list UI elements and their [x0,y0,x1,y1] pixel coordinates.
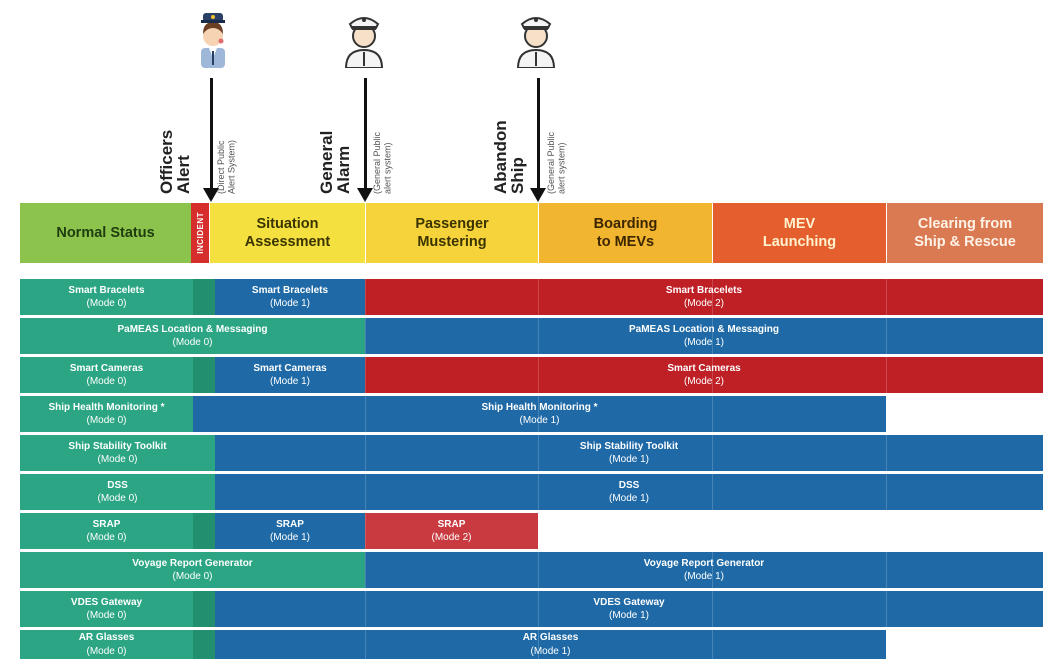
phase-boarding-to-mevs: Boarding to MEVs [538,203,712,263]
alert-sub-abandon: (General Public alert system) [546,131,567,194]
phase-divider [365,279,366,659]
phase-passenger-mustering: Passenger Mustering [365,203,538,263]
smart-bracelets-mode2: Smart Bracelets(Mode 2) [365,279,1043,315]
captain-icon [512,8,560,68]
voyage-report-mode1: Voyage Report Generator(Mode 1) [365,552,1043,588]
empty-cell [886,630,1043,659]
officers-alert-arrow [210,78,213,190]
incident-marker: INCIDENT [191,203,209,263]
dss-mode0: DSS(Mode 0) [20,474,215,510]
pameas-mode0: PaMEAS Location & Messaging(Mode 0) [20,318,365,354]
arrow-down-icon [530,188,546,202]
voyage-report-mode0: Voyage Report Generator(Mode 0) [20,552,365,588]
phase-situation-assessment: Situation Assessment [209,203,365,263]
dss-mode1: DSS(Mode 1) [215,474,1043,510]
smart-cameras-mode2: Smart Cameras(Mode 2) [365,357,1043,393]
empty-cell [538,513,1043,549]
phase-divider [886,279,887,659]
incident-gap [193,279,215,315]
smart-bracelets-mode0: Smart Bracelets(Mode 0) [20,279,193,315]
arrow-down-icon [203,188,219,202]
officer-female-icon [189,8,237,68]
smart-bracelets-mode1: Smart Bracelets(Mode 1) [215,279,365,315]
captain-icon [340,8,388,68]
alert-sub-general: (General Public alert system) [372,131,393,194]
smart-cameras-mode0: Smart Cameras(Mode 0) [20,357,193,393]
ship-health-mode0: Ship Health Monitoring *(Mode 0) [20,396,193,432]
stability-toolkit-mode0: Ship Stability Toolkit(Mode 0) [20,435,215,471]
alert-label-abandon: Abandon Ship [491,120,527,194]
incident-gap [193,591,215,627]
incident-gap [193,513,215,549]
ar-glasses-mode0: AR Glasses(Mode 0) [20,630,193,659]
srap-mode0: SRAP(Mode 0) [20,513,193,549]
stability-toolkit-mode1: Ship Stability Toolkit(Mode 1) [215,435,1043,471]
abandon-ship-arrow [537,78,540,190]
srap-mode1: SRAP(Mode 1) [215,513,365,549]
empty-cell [886,396,1043,432]
phase-header: Normal Status INCIDENT Situation Assessm… [20,203,1043,263]
ship-health-mode1: Ship Health Monitoring *(Mode 1) [193,396,886,432]
phase-clearing-rescue: Clearing from Ship & Rescue [886,203,1043,263]
alert-label-officers: Officers Alert [157,129,193,194]
arrow-down-icon [357,188,373,202]
ar-glasses-mode1: AR Glasses(Mode 1) [215,630,886,659]
alert-sub-officers: (Direct Public Alert System) [216,139,237,194]
smart-cameras-mode1: Smart Cameras(Mode 1) [215,357,365,393]
vdes-gateway-mode1: VDES Gateway(Mode 1) [215,591,1043,627]
phase-divider [712,279,713,659]
phase-mev-launching: MEV Launching [712,203,886,263]
pameas-mode1: PaMEAS Location & Messaging(Mode 1) [365,318,1043,354]
phase-divider [538,279,539,659]
alert-label-general: General Alarm [317,130,353,194]
vdes-gateway-mode0: VDES Gateway(Mode 0) [20,591,193,627]
general-alarm-arrow [364,78,367,190]
phase-normal-status: Normal Status [20,203,191,263]
incident-gap [193,357,215,393]
incident-gap [193,630,215,659]
srap-mode2: SRAP(Mode 2) [365,513,538,549]
